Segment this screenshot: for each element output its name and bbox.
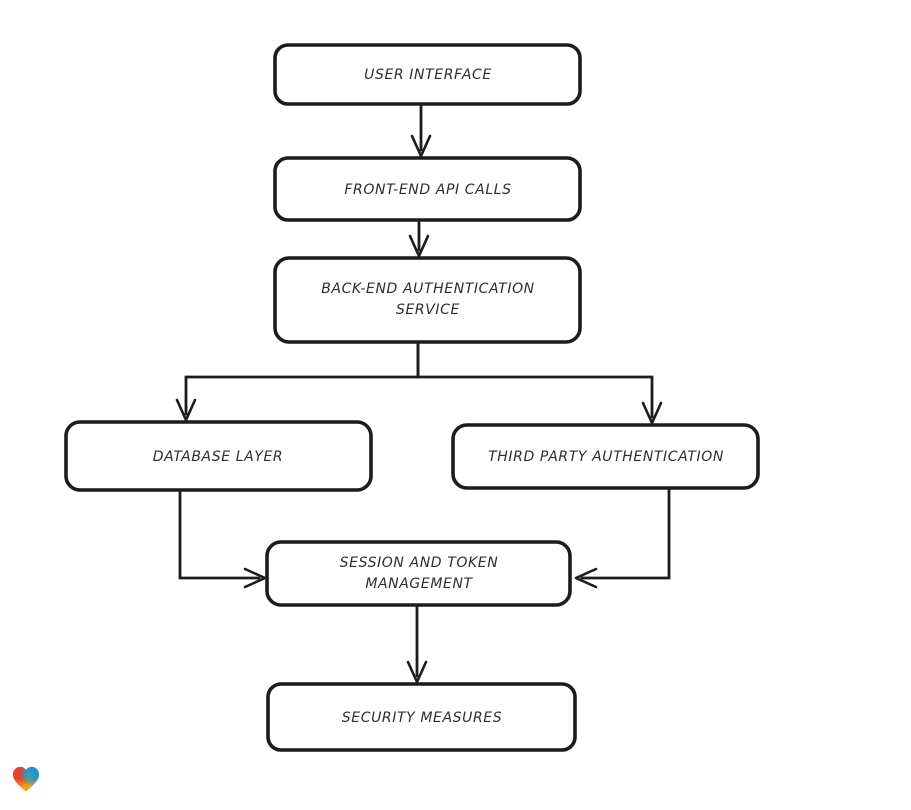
arrowhead-down-icon	[406, 660, 428, 684]
node-label-line-1: SESSION AND TOKEN	[340, 555, 499, 571]
heart-logo-teal-blob	[21, 769, 37, 785]
edge-third-party-to-session-management	[574, 488, 671, 589]
node-label: DATABASE LAYER	[153, 449, 283, 465]
node-label-line-2: SERVICE	[396, 302, 460, 318]
edge-session-management-to-security-measures	[406, 605, 428, 684]
edge-front-end-api-calls-to-back-end-authentication	[408, 219, 430, 258]
arrowhead-down-icon	[410, 134, 432, 158]
node-label: USER INTERFACE	[364, 67, 492, 83]
arrowhead-left-icon	[574, 567, 598, 589]
node-label-line-1: BACK-END AUTHENTICATION	[321, 281, 535, 297]
nodes: USER INTERFACE FRONT-END API CALLS BACK-…	[64, 43, 760, 752]
edge-back-end-authentication-to-third-party	[416, 341, 663, 425]
edge-back-end-authentication-to-database-layer	[175, 341, 420, 422]
arrowhead-down-icon	[175, 398, 197, 422]
edge-database-layer-to-session-management	[178, 489, 267, 589]
edges	[175, 103, 671, 684]
node-session-and-token-management: SESSION AND TOKEN MANAGEMENT	[265, 540, 572, 607]
node-front-end-api-calls: FRONT-END API CALLS	[273, 156, 582, 222]
node-third-party-authentication: THIRD PARTY AUTHENTICATION	[451, 423, 760, 490]
node-database-layer: DATABASE LAYER	[64, 420, 373, 492]
arrowhead-right-icon	[243, 567, 267, 589]
node-label-line-2: MANAGEMENT	[365, 576, 473, 592]
arrowhead-down-icon	[641, 401, 663, 425]
arrowhead-down-icon	[408, 234, 430, 258]
node-label: SECURITY MEASURES	[342, 710, 502, 726]
node-user-interface: USER INTERFACE	[273, 43, 582, 106]
node-label: FRONT-END API CALLS	[344, 182, 511, 198]
edge-user-interface-to-front-end-api-calls	[410, 103, 432, 158]
heart-logo	[13, 766, 39, 792]
node-label: THIRD PARTY AUTHENTICATION	[488, 449, 724, 465]
node-back-end-authentication-service: BACK-END AUTHENTICATION SERVICE	[273, 256, 582, 344]
node-security-measures: SECURITY MEASURES	[266, 682, 577, 752]
